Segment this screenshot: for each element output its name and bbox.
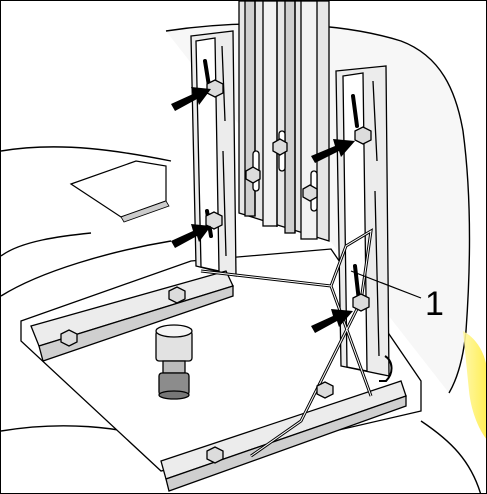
sheet	[69, 160, 167, 218]
wire-rod	[200, 228, 393, 458]
right-upright	[335, 65, 390, 377]
left-upright	[190, 30, 237, 277]
hex-bolt-icon	[272, 138, 288, 156]
pointer-arrows	[171, 87, 355, 333]
hex-bolt-icon	[206, 446, 224, 464]
callout-label: 1	[425, 285, 444, 323]
hex-bolt-icon	[352, 293, 370, 312]
yellow-marker	[463, 331, 486, 439]
pointer-arrow-icon	[311, 309, 353, 333]
hex-bolt-icon	[354, 126, 372, 145]
hex-bolt-icon	[60, 329, 78, 347]
pointer-arrow-icon	[311, 139, 355, 163]
mast	[238, 1, 330, 242]
hex-bolt-icon	[316, 381, 334, 399]
hex-bolt-icon	[205, 211, 223, 230]
hex-bolt-icon	[245, 166, 261, 184]
hex-bolt-icon	[302, 184, 318, 202]
hex-bolt-icon-group	[60, 79, 372, 464]
pointer-arrow-icon	[171, 87, 211, 111]
cylinder-part-icon	[155, 324, 193, 400]
callout-leader-line	[350, 270, 422, 299]
hex-bolt-icon	[206, 79, 224, 98]
hex-bolt-icon	[168, 286, 186, 304]
pointer-arrow-icon	[171, 224, 211, 248]
